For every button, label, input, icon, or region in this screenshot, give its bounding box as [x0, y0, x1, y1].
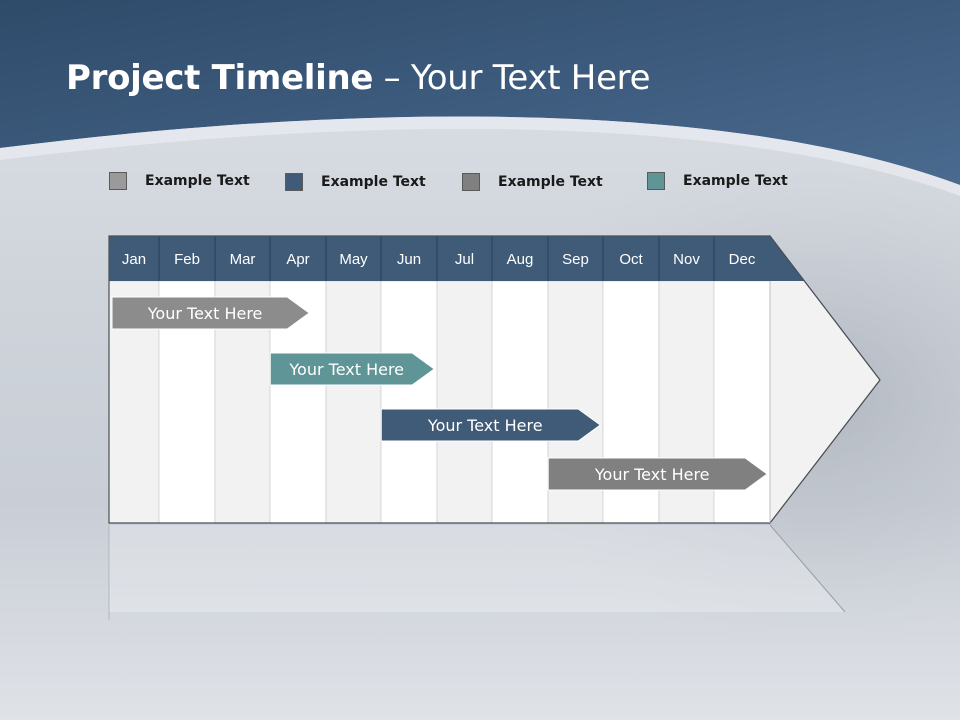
title-rest: – Your Text Here — [373, 58, 651, 98]
legend-label: Example Text — [145, 173, 250, 189]
task-label: Your Text Here — [147, 304, 263, 323]
month-label: Apr — [286, 251, 309, 268]
legend-item: Example Text — [285, 172, 426, 192]
task-label: Your Text Here — [427, 416, 543, 435]
month-label: Nov — [673, 251, 700, 268]
header-band — [0, 0, 960, 185]
month-label: Aug — [507, 251, 534, 268]
month-column — [491, 280, 549, 524]
legend-item: Example Text — [647, 171, 788, 191]
header-curve-highlight — [0, 116, 960, 196]
legend-label: Example Text — [498, 174, 603, 190]
month-column — [436, 280, 493, 524]
reflection-edge — [769, 524, 846, 613]
legend-label: Example Text — [683, 173, 788, 189]
month-column — [325, 280, 382, 524]
legend-swatch — [647, 172, 665, 190]
task-arrow — [547, 457, 769, 491]
task-arrow — [111, 296, 311, 330]
month-label: Oct — [619, 251, 643, 268]
month-label: Dec — [729, 251, 756, 268]
month-label: May — [339, 251, 368, 268]
title-bold: Project Timeline — [66, 58, 374, 98]
legend-label: Example Text — [321, 174, 426, 190]
task-label: Your Text Here — [288, 360, 404, 379]
month-label: Jan — [122, 251, 146, 268]
month-label: Mar — [230, 251, 256, 268]
month-column — [380, 280, 438, 524]
legend-swatch — [462, 173, 480, 191]
task-label: Your Text Here — [594, 465, 710, 484]
legend-item: Example Text — [109, 171, 250, 191]
timeline-outline — [108, 235, 881, 524]
task-arrow — [269, 352, 436, 386]
legend-item: Example Text — [462, 172, 603, 192]
page-title: Project Timeline – Your Text Here — [66, 58, 651, 98]
month-label: Jun — [397, 251, 421, 268]
legend-swatch — [285, 173, 303, 191]
month-label: Jul — [455, 251, 474, 268]
month-label: Feb — [174, 251, 200, 268]
timeline-reflection — [109, 525, 845, 612]
month-label: Sep — [562, 251, 589, 268]
legend-swatch — [109, 172, 127, 190]
month-header-bar — [109, 236, 770, 281]
task-arrow — [380, 408, 602, 442]
